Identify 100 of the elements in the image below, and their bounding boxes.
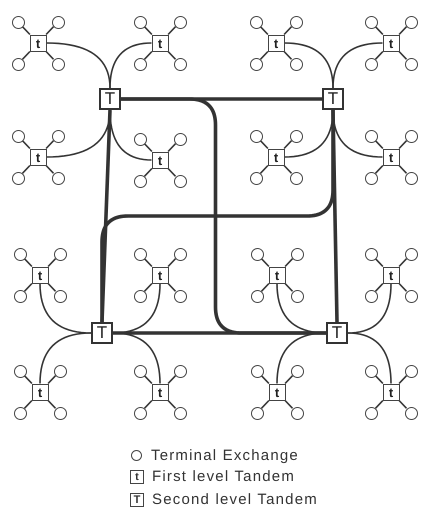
terminal-exchange-circle <box>52 172 64 184</box>
connector-line <box>39 283 92 334</box>
connector-line <box>168 258 176 268</box>
terminal-exchange-circle <box>12 16 24 28</box>
first-level-tandem-box: t <box>32 384 48 400</box>
terminal-exchange-circle <box>134 248 146 260</box>
legend-text: Terminal Exchange <box>151 447 299 464</box>
connector-line <box>260 26 268 36</box>
terminal-exchange-circle <box>174 174 186 188</box>
terminal-exchange-circle <box>52 58 64 70</box>
terminal-exchange-circle <box>134 132 146 146</box>
terminal-exchange-circle <box>174 290 186 302</box>
connector-line <box>276 332 326 384</box>
connector-line <box>398 282 408 292</box>
connector-line <box>109 110 152 161</box>
first-level-tandem-box: t <box>30 34 46 52</box>
connector-line <box>144 375 152 384</box>
connector-line <box>374 164 384 174</box>
terminal-exchange-circle <box>52 130 64 142</box>
first-level-tandem-box: t <box>382 148 400 166</box>
connector-line <box>39 332 92 384</box>
terminal-exchange-circle <box>12 172 24 184</box>
connector-line <box>284 258 294 268</box>
terminal-exchange-circle <box>14 406 26 420</box>
connector-line <box>22 164 30 174</box>
connector-line <box>46 42 111 88</box>
connector-line <box>168 400 176 409</box>
connector-line <box>168 143 176 152</box>
terminal-exchange-circle <box>250 290 264 302</box>
connector-line <box>260 282 270 292</box>
terminal-exchange-circle <box>134 364 146 378</box>
terminal-exchange-circle <box>250 248 264 260</box>
connector-line <box>398 400 408 409</box>
connector-line <box>374 140 384 150</box>
terminal-exchange-circle <box>404 364 418 378</box>
first-level-tandem-box: t <box>32 266 48 284</box>
connector-line <box>144 26 152 36</box>
terminal-exchange-circle <box>174 58 186 70</box>
terminal-exchange-circle <box>134 174 146 188</box>
terminal-exchange-circle <box>52 16 64 28</box>
connector-line <box>144 258 152 268</box>
terminal-exchange-circle <box>404 248 418 260</box>
connector-line <box>168 26 176 36</box>
terminal-exchange-circle <box>54 290 66 302</box>
terminal-exchange-circle <box>364 290 378 302</box>
first-level-tandem-box: t <box>268 384 286 400</box>
terminal-exchange-circle <box>290 58 302 70</box>
connector-line <box>260 375 270 384</box>
connector-line <box>348 283 392 334</box>
terminal-exchange-circle <box>14 364 26 378</box>
connector-line <box>48 282 56 292</box>
connector-line <box>48 375 56 384</box>
connector-line <box>398 258 408 268</box>
terminal-exchange-circle <box>290 172 302 184</box>
connector-line <box>24 282 32 292</box>
first-level-tandem-box: t <box>268 34 284 52</box>
terminal-exchange-circle <box>14 290 26 302</box>
connector-line <box>284 164 292 174</box>
connector-line <box>144 168 152 177</box>
connector-line <box>374 50 384 60</box>
terminal-exchange-circle <box>290 130 302 142</box>
connector-line <box>284 140 292 150</box>
connector-line <box>276 283 326 334</box>
connector-line <box>144 143 152 152</box>
connector-line <box>112 332 161 384</box>
terminal-exchange-circle <box>364 58 378 70</box>
terminal-exchange-circle <box>54 406 66 420</box>
terminal-exchange-circle <box>290 248 304 260</box>
terminal-exchange-circle <box>14 248 26 260</box>
terminal-exchange-circle <box>54 364 66 378</box>
connector-line <box>109 42 152 88</box>
legend-text: First level Tandem <box>152 468 296 485</box>
connector-line <box>168 168 176 177</box>
terminal-exchange-circle <box>290 364 304 378</box>
second-level-tandem-box: T <box>99 88 121 110</box>
connector-line <box>398 140 408 150</box>
terminal-exchange-circle <box>54 248 66 260</box>
connector-line <box>48 258 56 268</box>
connector-line <box>374 282 384 292</box>
terminal-exchange-circle <box>134 290 146 302</box>
terminal-exchange-circle <box>174 364 186 378</box>
terminal-exchange-circle <box>404 406 418 420</box>
connector-line <box>260 400 270 409</box>
terminal-exchange-circle <box>364 130 378 142</box>
terminal-exchange-circle <box>364 406 378 420</box>
connector-line <box>144 400 152 409</box>
trunk-line <box>121 97 326 335</box>
tandem-symbol: T <box>130 492 144 506</box>
first-level-tandem-box: t <box>382 384 400 400</box>
terminal-exchange-circle <box>404 58 418 70</box>
terminal-exchange-circle <box>364 248 378 260</box>
connector-line <box>332 42 383 88</box>
terminal-exchange-circle <box>250 16 262 28</box>
connector-line <box>46 140 54 150</box>
terminal-exchange-circle <box>250 130 262 142</box>
terminal-exchange-circle <box>134 406 146 420</box>
connector-line <box>22 50 30 60</box>
terminal-exchange-circle <box>174 16 186 28</box>
terminal-exchange-circle <box>290 406 304 420</box>
connector-line <box>284 375 294 384</box>
